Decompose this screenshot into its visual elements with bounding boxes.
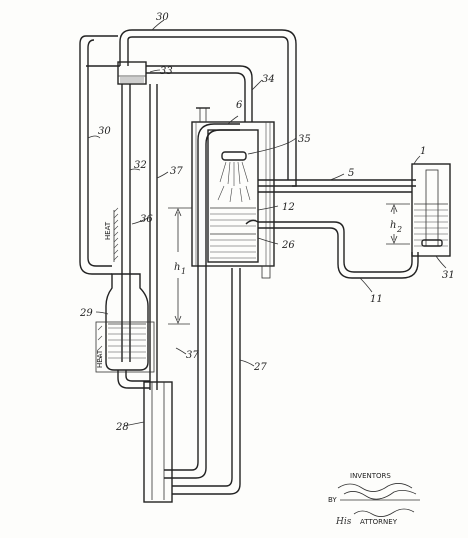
dimension-h1 [168,207,192,325]
label-12: 12 [282,202,295,213]
label-26: 26 [281,240,295,251]
label-heat-upper: HEAT [104,221,112,240]
label-31: 31 [442,270,455,281]
vessel-28 [143,381,173,503]
vessel-33 [117,61,147,85]
attorney-caption: ATTORNEY [360,518,398,526]
label-30-top: 30 [156,12,169,23]
label-35: 35 [298,134,311,145]
tube-37-loop [164,123,240,479]
tube-27 [172,268,241,495]
label-37-lower: 37 [186,350,199,361]
tube-32 [121,84,131,362]
label-11: 11 [370,294,383,305]
label-27: 27 [253,362,267,373]
label-h2-sub: 2 [396,225,402,234]
inventors-caption: INVENTORS [350,472,391,480]
label-6: 6 [236,100,243,111]
by-caption: BY [328,496,337,504]
label-h1: h [174,262,180,273]
label-30-left: 30 [98,126,111,137]
his-caption: His [335,517,352,527]
spray-head-35 [217,151,251,203]
vessel-1 [411,163,451,257]
heat-hatching-upper [113,207,119,262]
label-h1-sub: 1 [181,267,186,276]
label-33: 33 [160,66,173,77]
tube-5 [258,179,416,193]
vessel-6-liquid [210,207,256,259]
heater-box [95,321,155,373]
label-37-upper: 37 [170,166,183,177]
vessel-6 [191,107,275,279]
boiler-29 [105,273,149,371]
signature-block: INVENTORS BY His ATTORNEY [328,472,420,527]
dimension-h2 [386,203,410,245]
tube-34 [146,65,253,122]
label-1: 1 [420,146,426,157]
label-29: 29 [79,308,93,319]
tube-30 [79,29,297,275]
leader-lines [87,19,447,427]
tube-11 [245,219,419,279]
label-5: 5 [348,168,354,179]
label-36: 36 [140,214,153,225]
tube-37 [149,84,158,390]
label-heat-lower: HEAT [96,349,104,368]
label-28: 28 [115,422,129,433]
label-h2: h [390,220,396,231]
label-32: 32 [134,160,147,171]
boiler-drain [117,370,150,389]
label-34: 34 [262,74,275,85]
